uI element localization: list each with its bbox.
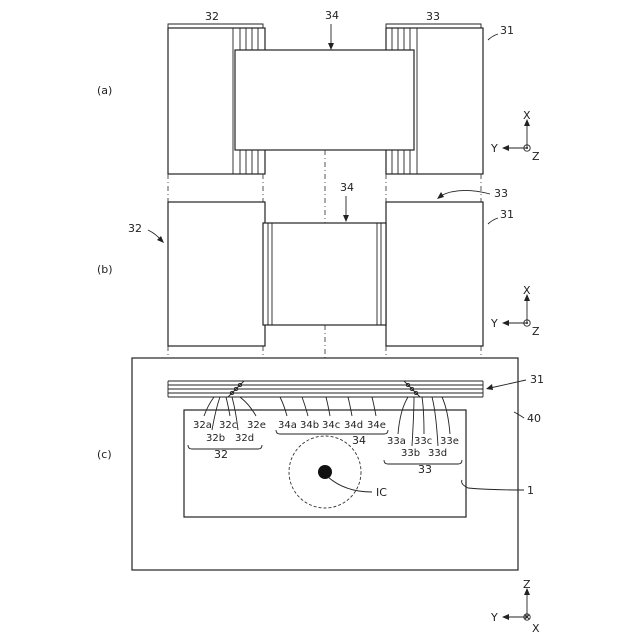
panel-c-axis-x: X (532, 622, 540, 635)
panel-c-layer-34d: 34d (344, 420, 363, 431)
panel-b-axis-x: X (523, 284, 531, 297)
panel-a-label-33: 33 (426, 10, 440, 23)
panel-a-tag: (a) (97, 84, 112, 97)
panel-c-layer-33e: 33e (440, 436, 459, 447)
panel-c-layer-34c: 34c (322, 420, 340, 431)
panel-c-layer-33b: 33b (401, 448, 420, 459)
panel-b-tag: (b) (97, 263, 113, 276)
panel-c-layer-32e: 32e (247, 420, 266, 431)
panel-b-axis-y: Y (490, 317, 498, 330)
panel-a-axis-z: Z (532, 150, 540, 163)
panel-a-arrowhead-34 (328, 43, 334, 50)
panel-c-layer-32d: 32d (235, 433, 254, 444)
panel-b-leader-31 (488, 218, 498, 224)
panel-a-leader-31 (488, 34, 498, 40)
panel-a-axis-glyph (502, 119, 530, 151)
panel-c-layer-33c: 33c (414, 436, 432, 447)
panel-b-label-33: 33 (494, 187, 508, 200)
panel-b-axis-z: Z (532, 325, 540, 338)
panel-a-label-31: 31 (500, 24, 514, 37)
panel-c-layer-32a: 32a (193, 420, 212, 431)
panel-c-label-40: 40 (527, 412, 541, 425)
panel-c-layer-32b: 32b (206, 433, 225, 444)
panel-c-label-ic: IC (376, 486, 387, 499)
panel-a-axis-x: X (523, 109, 531, 122)
panel-a-axis-y: Y (490, 142, 498, 155)
panel-c-layer-34b: 34b (300, 420, 319, 431)
panel-c-axis-y: Y (490, 611, 498, 624)
panel-b-label-34: 34 (340, 181, 354, 194)
panel-a-label-32: 32 (205, 10, 219, 23)
panel-c-layer-34e: 34e (367, 420, 386, 431)
panel-c-layer-34a: 34a (278, 420, 297, 431)
panel-c-group-33: 33 (418, 463, 432, 476)
panel-c-layer-32c: 32c (219, 420, 237, 431)
panel-c-group-32: 32 (214, 448, 228, 461)
panel-c-layer-33a: 33a (387, 436, 406, 447)
panel-b-axis-glyph (502, 294, 530, 326)
panel-a-label-34: 34 (325, 9, 339, 22)
panel-b-right-plate (386, 202, 483, 346)
panel-c-axis-z: Z (523, 578, 531, 591)
panel-a-center-strip (235, 50, 414, 150)
panel-c-tag: (c) (97, 448, 112, 461)
panel-b-arrowhead-33 (437, 192, 444, 199)
panel-b-label-32: 32 (128, 222, 142, 235)
panel-c-group-34: 34 (352, 434, 366, 447)
panel-b-arrowhead-34 (343, 215, 349, 222)
panel-c-layer-33d: 33d (428, 448, 447, 459)
panel-c-label-1: 1 (527, 484, 534, 497)
panel-b-label-31: 31 (500, 208, 514, 221)
panel-b-center-strip (263, 223, 386, 325)
panel-b-left-plate (168, 202, 265, 346)
panel-c-label-31: 31 (530, 373, 544, 386)
panel-c-ic-point (318, 465, 332, 479)
panel-c-axis-glyph (502, 588, 530, 620)
panel-b-leader-33 (440, 190, 490, 196)
